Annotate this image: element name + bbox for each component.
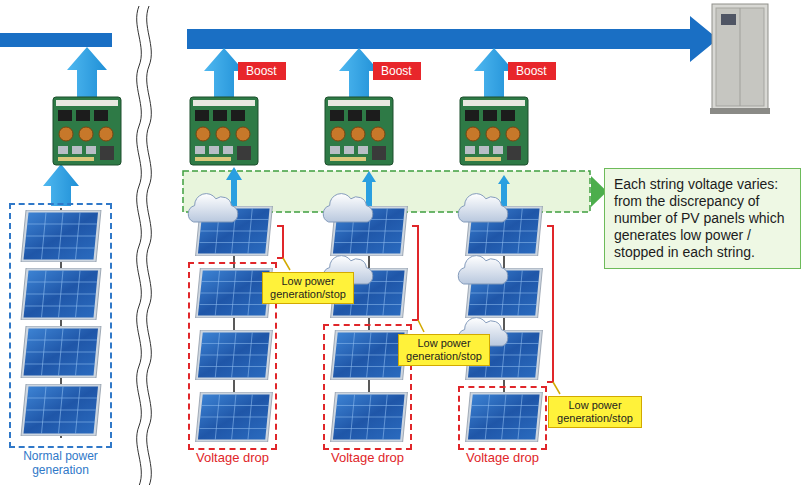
output-bar (0, 33, 112, 47)
output-arrow (187, 16, 718, 62)
red-bracket (412, 226, 418, 320)
tag-text: Each string voltage varies: from the dis… (614, 176, 791, 261)
inverter-cabinet (712, 4, 768, 110)
pv-panel (331, 392, 408, 442)
break-lines (137, 6, 142, 485)
callout-box: Each string voltage varies: from the dis… (604, 168, 801, 269)
pv-panel (466, 392, 543, 442)
leader-line (418, 320, 424, 332)
voltage-band (183, 171, 607, 212)
leader-line (553, 382, 560, 394)
tag-text: Low power generation/stop (266, 275, 350, 301)
cloud (458, 256, 507, 284)
cloud (188, 194, 237, 222)
string-caption: Voltage drop (448, 451, 557, 465)
pv-panel (21, 384, 101, 436)
inverter-cabinet (710, 108, 770, 114)
pv-panel (21, 268, 101, 320)
pv-panel (196, 392, 273, 442)
pv-panel (196, 268, 273, 318)
converter-board (460, 97, 528, 165)
boost-tag: Boost (238, 62, 286, 80)
red-bracket (547, 226, 553, 382)
string-group: Normal power generation (9, 203, 112, 448)
warning-tag: Low power generation/stop (262, 272, 354, 304)
break-lines (137, 6, 152, 485)
red-bracket (277, 226, 553, 382)
tag-text: Boost (381, 64, 413, 78)
warning-tag: Low power generation/stop (398, 334, 490, 366)
string-wire (61, 206, 504, 442)
pv-panel (21, 210, 101, 262)
inverter-cabinet (721, 14, 736, 25)
converter-board (53, 97, 528, 165)
converter-board (53, 97, 121, 165)
boost-tag: Boost (508, 62, 556, 80)
tag-text: Low power generation/stop (402, 337, 486, 363)
pv-panel (21, 326, 101, 378)
boost-tag: Boost (373, 62, 421, 80)
inverter-cabinet (740, 8, 741, 106)
string-caption: Normal power generation (5, 449, 116, 477)
cloud (458, 194, 507, 222)
inverter-cabinet (716, 8, 764, 106)
break-lines (147, 6, 152, 485)
leader-line (283, 258, 290, 270)
red-bracket (277, 226, 283, 258)
pv-panel (331, 330, 408, 380)
tag-text: Boost (246, 64, 278, 78)
warning-tag: Low power generation/stop (548, 396, 642, 428)
converter-board (325, 97, 393, 165)
string-caption: Voltage drop (178, 451, 287, 465)
string-group: Voltage drop (458, 386, 547, 450)
pv-panel (196, 330, 273, 380)
pv-panel (21, 206, 542, 442)
up-arrows (67, 47, 107, 100)
converter-board (190, 97, 258, 165)
voltage-band (183, 171, 590, 212)
string-caption: Voltage drop (313, 451, 422, 465)
tag-text: Boost (516, 64, 548, 78)
up-arrows (43, 164, 79, 206)
inverter-cabinet (710, 4, 770, 114)
cloud (323, 194, 372, 222)
tag-text: Low power generation/stop (552, 399, 638, 425)
